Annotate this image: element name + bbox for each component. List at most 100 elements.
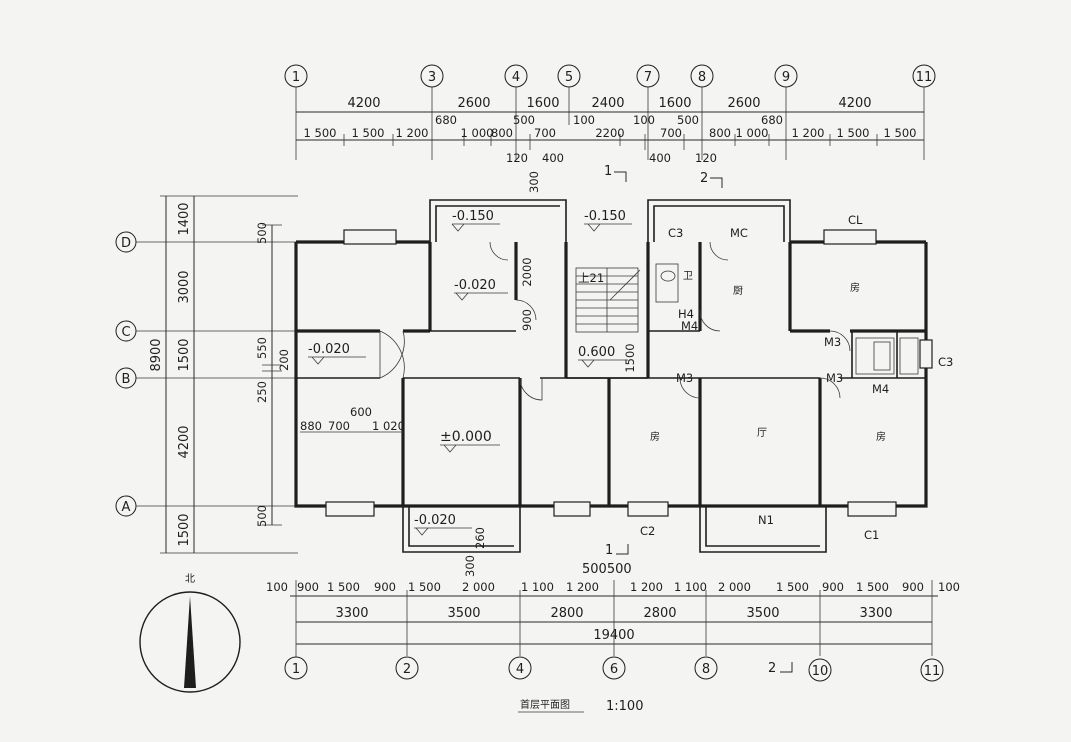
dim-text: 1 500 — [884, 126, 917, 140]
opening-label: M3 — [824, 335, 841, 349]
dim-text: 1 500 — [352, 126, 385, 140]
dim-text: 300 — [463, 555, 477, 577]
dim-text: 2600 — [727, 96, 760, 111]
stair-label: 上21 — [578, 271, 604, 285]
opening-label: C3 — [938, 355, 953, 369]
window — [553, 501, 591, 517]
section-mark: 1 — [605, 543, 613, 558]
opening-label: H4 — [678, 307, 694, 321]
axis-label: 11 — [924, 664, 941, 679]
dim-text: 800 — [709, 126, 731, 140]
dim-text: 3300 — [335, 606, 368, 621]
section-mark: 2 — [768, 661, 776, 676]
room-labels: 卫 厨 房 房 厅 房 — [650, 271, 886, 443]
room-label: 厅 — [757, 428, 767, 439]
top-dimension-text-row1: 4200 2600 1600 2400 1600 2600 4200 — [347, 96, 871, 111]
dim-text: 2 000 — [718, 580, 751, 594]
north-arrow: 北 — [139, 573, 241, 693]
dim-text: 1 200 — [566, 580, 599, 594]
dim-text: 400 — [649, 151, 671, 165]
axis-bubble — [284, 656, 308, 680]
dim-text: 3300 — [859, 606, 892, 621]
interior-walls — [296, 242, 926, 506]
dim-text: 120 — [506, 151, 528, 165]
axis-bubble — [602, 656, 626, 680]
bottom-axis-bubbles: 1 2 4 6 8 10 11 — [284, 656, 944, 682]
elevation-text: 0.600 — [578, 345, 615, 360]
left-dimension-lines — [136, 195, 298, 554]
stair — [575, 267, 641, 333]
dim-text: 1 500 — [856, 580, 889, 594]
section-mark: 2 — [700, 171, 708, 186]
drawing-scale: 1:100 — [606, 699, 643, 714]
dim-text: 100 — [938, 580, 960, 594]
dim-text: 900 — [374, 580, 396, 594]
window — [325, 501, 375, 517]
dim-text: 600 — [350, 405, 372, 419]
axis-label: 4 — [516, 662, 524, 677]
axis-label: 1 — [292, 70, 300, 85]
dim-text: 900 — [297, 580, 319, 594]
dim-text: 200 — [277, 349, 291, 371]
opening-label: M3 — [826, 371, 843, 385]
elevation-text: ±0.000 — [440, 429, 492, 445]
dim-text: 250 — [255, 381, 269, 403]
axis-bubble — [694, 656, 718, 680]
windows — [325, 229, 933, 517]
dim-text: 1 200 — [792, 126, 825, 140]
axis-label: 9 — [782, 70, 790, 85]
dim-text: 120 — [695, 151, 717, 165]
dim-text: 4200 — [838, 96, 871, 111]
dim-text: 100 — [573, 113, 595, 127]
dim-text: 1 500 — [776, 580, 809, 594]
elevation-marks: -0.150 -0.150 -0.020 -0.020 ±0.000 -0.02… — [308, 209, 632, 536]
axis-label: 2 — [403, 662, 411, 677]
dim-text: 3000 — [177, 270, 192, 303]
dim-text: 4200 — [347, 96, 380, 111]
dim-text: 2400 — [591, 96, 624, 111]
dim-text: 900 — [902, 580, 924, 594]
north-label: 北 — [185, 573, 195, 585]
dim-text: 1 500 — [408, 580, 441, 594]
fixtures — [655, 263, 919, 375]
elevation-text: -0.020 — [454, 278, 496, 293]
opening-label: C1 — [864, 528, 879, 542]
total-dimension: 19400 — [593, 628, 634, 643]
axis-label: D — [121, 236, 131, 251]
dim-text: 1500 — [623, 343, 637, 372]
room-label: 房 — [876, 430, 886, 443]
window — [847, 501, 897, 517]
dim-text: 1 500 — [837, 126, 870, 140]
top-dimension-lines — [295, 87, 925, 160]
balcony-outlines — [402, 199, 827, 553]
axis-label: 7 — [644, 70, 652, 85]
dim-text: 2200 — [595, 126, 624, 140]
dim-text: 900 — [520, 309, 534, 331]
dim-text: 1 000 — [461, 126, 494, 140]
dim-text: 500 — [255, 222, 269, 244]
dim-text: 700 — [534, 126, 556, 140]
elevation-text: -0.150 — [584, 209, 626, 224]
dim-text: 100 — [266, 580, 288, 594]
room-label: 房 — [650, 430, 660, 443]
axis-bubble — [808, 658, 832, 682]
dim-text: 1 100 — [674, 580, 707, 594]
window — [627, 501, 669, 517]
doors — [379, 241, 851, 401]
dim-text: 2 000 — [462, 580, 495, 594]
dim-text: 1 000 — [736, 126, 769, 140]
left-dimension-text: 1400 3000 1500 4200 1500 8900 500 550 20… — [149, 202, 291, 546]
interior-dimension-text: 880 700 600 1 020 — [300, 405, 405, 433]
dim-text: 1 200 — [630, 580, 663, 594]
opening-label: CL — [848, 213, 863, 227]
window — [343, 229, 397, 245]
axis-label: 6 — [610, 662, 618, 677]
axis-label: 11 — [916, 70, 933, 85]
elevation-text: -0.150 — [452, 209, 494, 224]
dim-text: 1400 — [177, 202, 192, 235]
dim-text: 1500 — [177, 338, 192, 371]
dim-text: 2600 — [457, 96, 490, 111]
dim-text: 2000 — [520, 257, 534, 286]
left-axis-bubbles: D C B A — [115, 231, 137, 517]
dim-text: 1500 — [177, 513, 192, 546]
